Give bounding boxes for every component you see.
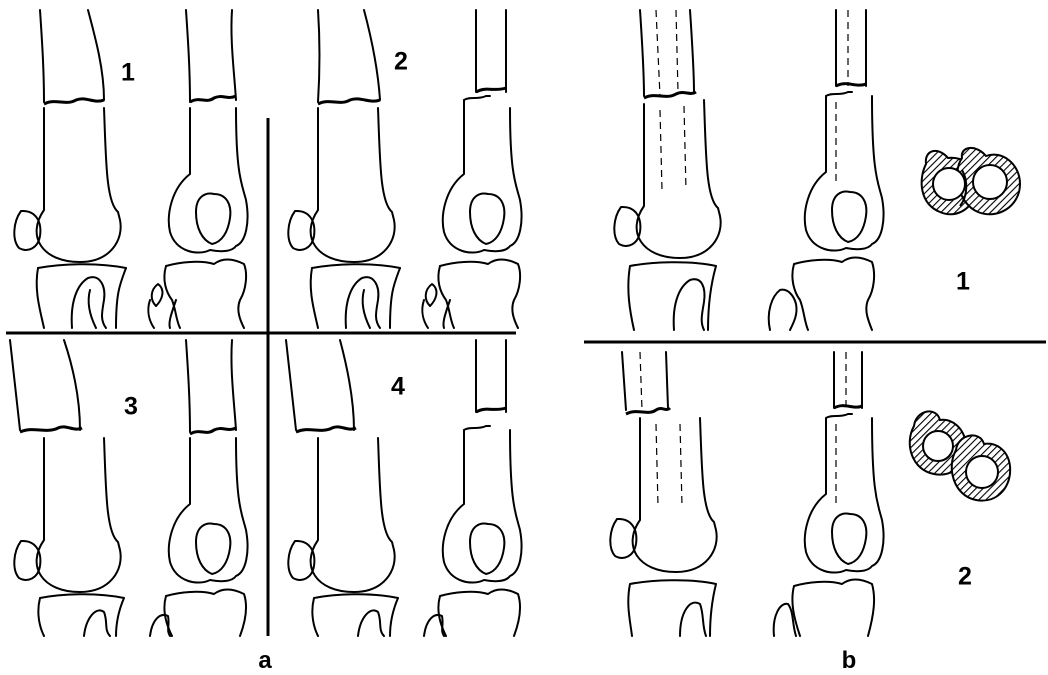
panel-b-subfigure-2	[610, 352, 1010, 636]
panel-a-label-1: 1	[121, 61, 135, 86]
panel-b-label-2: 2	[958, 565, 972, 590]
panel-a-subfigure-3	[10, 340, 248, 636]
panel-a-caption: a	[258, 649, 271, 673]
panel-a-label-2: 2	[394, 50, 408, 75]
panel-a-label-3: 3	[124, 395, 138, 420]
panel-b-caption: b	[842, 649, 857, 673]
panel-a-label-4: 4	[391, 375, 405, 400]
panel-b-label-1: 1	[956, 270, 970, 295]
